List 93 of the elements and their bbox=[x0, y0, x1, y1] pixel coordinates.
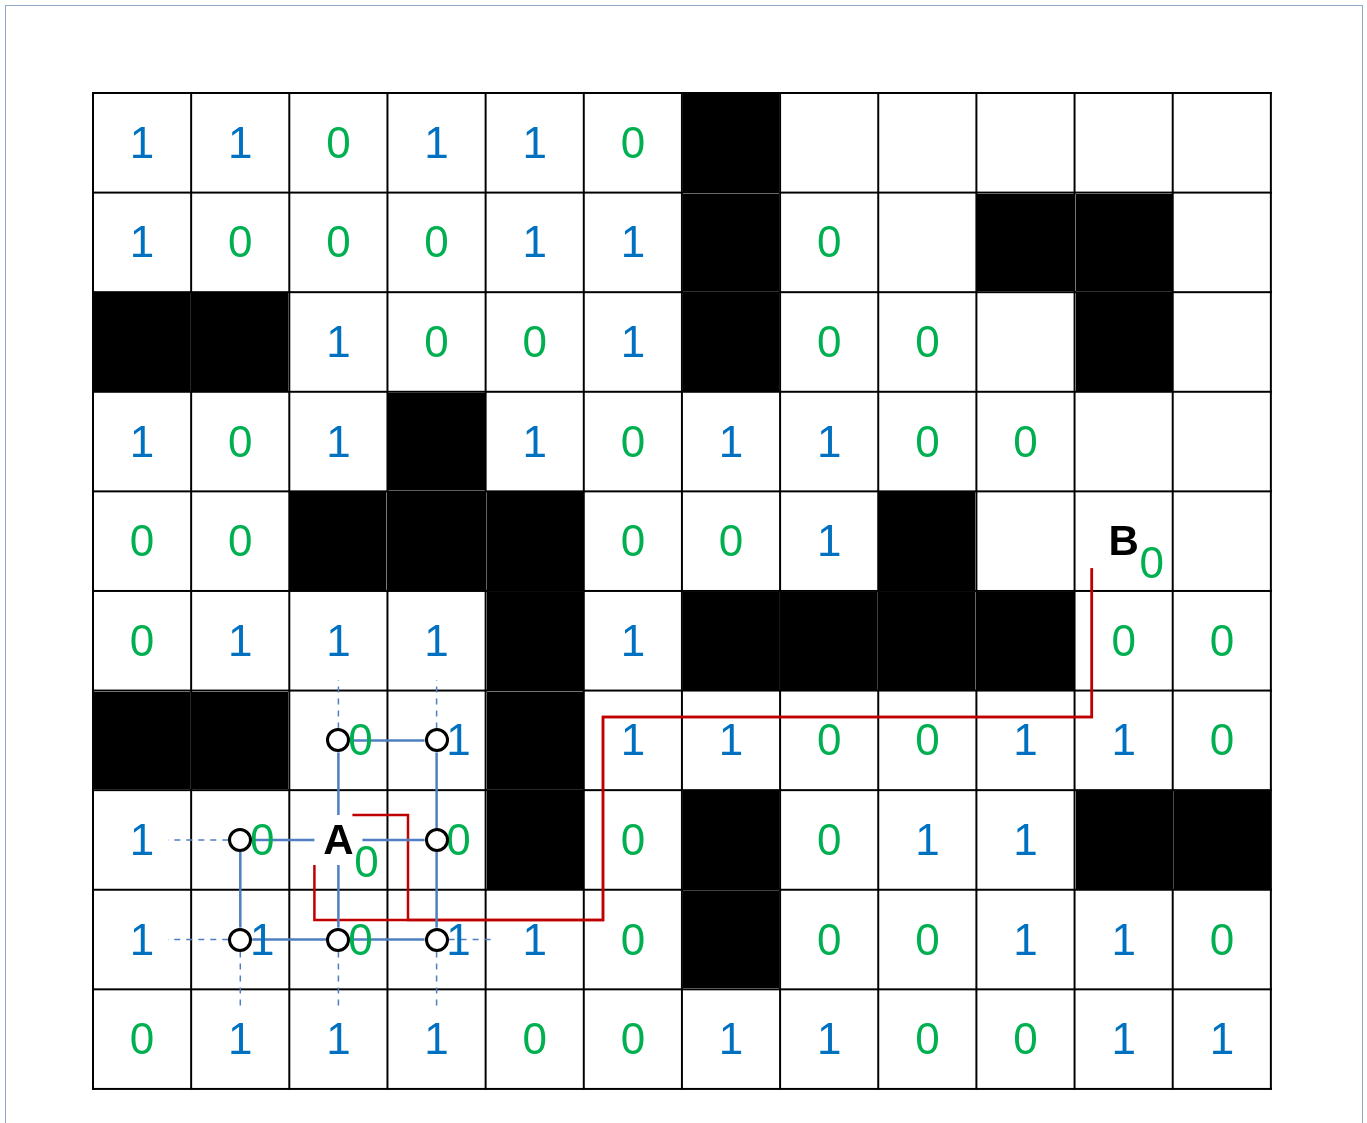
cell-value: 1 bbox=[522, 419, 547, 464]
connector-line bbox=[337, 752, 340, 815]
cell-value: 1 bbox=[1013, 718, 1038, 763]
cell-value: 0 bbox=[718, 519, 744, 564]
cell-value: 0 bbox=[817, 818, 842, 862]
cell-value: 0 bbox=[620, 1017, 646, 1062]
cell-value: 0 bbox=[424, 220, 449, 265]
cell-value: 0 bbox=[326, 220, 351, 265]
connector-line bbox=[435, 752, 438, 828]
cell-value: 1 bbox=[817, 419, 842, 464]
cell-value: 1 bbox=[1111, 718, 1136, 763]
circle-marker bbox=[326, 927, 351, 952]
cell-value: 1 bbox=[228, 1017, 253, 1062]
cell-value: 0 bbox=[620, 519, 646, 564]
cell-value: 0 bbox=[620, 917, 646, 962]
cell-value: 0 bbox=[1013, 1017, 1038, 1062]
cell-value: 1 bbox=[915, 818, 940, 862]
cell-value: 1 bbox=[446, 718, 471, 763]
cell-value: 0 bbox=[620, 818, 646, 862]
cell-value: 1 bbox=[1209, 1017, 1235, 1062]
cell-value: 1 bbox=[1111, 1017, 1136, 1062]
cell-value: 1 bbox=[620, 618, 646, 663]
point-label: B bbox=[1108, 520, 1139, 563]
cell-value: 1 bbox=[326, 1017, 351, 1062]
cell-value: 1 bbox=[522, 917, 547, 962]
cell-value: 1 bbox=[129, 220, 155, 265]
cell-value: 0 bbox=[817, 718, 842, 763]
cell-value: 1 bbox=[718, 419, 744, 464]
cell-value: 1 bbox=[718, 1017, 744, 1062]
cell-value: 1 bbox=[228, 120, 253, 165]
cell-value: 1 bbox=[446, 917, 471, 962]
cell-value: 0 bbox=[1209, 618, 1235, 663]
cell-value: 1 bbox=[1013, 917, 1038, 962]
cell-value: 0 bbox=[446, 818, 471, 862]
cell-value: 0 bbox=[915, 1017, 940, 1062]
cell-value: 0 bbox=[424, 320, 449, 364]
cell-value: 1 bbox=[326, 419, 351, 464]
circle-marker bbox=[424, 828, 449, 852]
cell-value: 0 bbox=[522, 1017, 547, 1062]
circle-marker bbox=[228, 927, 253, 952]
cell-value: 1 bbox=[129, 917, 155, 962]
cell-value: 1 bbox=[326, 618, 351, 663]
connector-line bbox=[337, 865, 340, 928]
cell-value: 1 bbox=[129, 419, 155, 464]
cell-value: 0 bbox=[915, 320, 940, 364]
cell-value: 0 bbox=[1013, 419, 1038, 464]
cell-value: 1 bbox=[326, 320, 351, 364]
connector-line bbox=[239, 852, 242, 928]
cell-value: 1 bbox=[129, 818, 155, 862]
cell-value: 0 bbox=[129, 1017, 155, 1062]
cell-value: 0 bbox=[817, 917, 842, 962]
cell-value: 0 bbox=[1139, 541, 1164, 586]
cell-value: 0 bbox=[129, 519, 155, 564]
circle-marker bbox=[424, 728, 449, 753]
cell-value: 1 bbox=[620, 320, 646, 364]
cell-value: 0 bbox=[228, 519, 253, 564]
connector-line bbox=[252, 938, 327, 941]
cell-value: 1 bbox=[228, 618, 253, 663]
cell-value: 1 bbox=[424, 120, 449, 165]
cell-value: 0 bbox=[1111, 618, 1136, 663]
cell-value: 1 bbox=[522, 220, 547, 265]
cell-value: 1 bbox=[522, 120, 547, 165]
cell-value: 0 bbox=[817, 320, 842, 364]
cell-value: 1 bbox=[620, 220, 646, 265]
circle-marker bbox=[228, 828, 253, 852]
circle-marker bbox=[424, 927, 449, 952]
cell-value: 0 bbox=[1209, 917, 1235, 962]
cell-value: 1 bbox=[718, 718, 744, 763]
cell-value: 0 bbox=[620, 120, 646, 165]
cell-value: 0 bbox=[228, 419, 253, 464]
cell-value: 0 bbox=[817, 220, 842, 265]
cell-value: 0 bbox=[915, 718, 940, 763]
cell-value: 1 bbox=[620, 718, 646, 763]
cell-value: 1 bbox=[424, 618, 449, 663]
connector-line bbox=[362, 838, 425, 842]
cell-value: 0 bbox=[1209, 718, 1235, 763]
circle-marker bbox=[326, 728, 351, 753]
cell-value: 0 bbox=[354, 840, 379, 884]
cell-value: 1 bbox=[1111, 917, 1136, 962]
cell-value: 0 bbox=[620, 419, 646, 464]
cell-value: 0 bbox=[915, 419, 940, 464]
cell-value: 1 bbox=[1013, 818, 1038, 862]
point-label: A bbox=[323, 819, 354, 861]
cell-value: 1 bbox=[129, 120, 155, 165]
cell-value: 0 bbox=[915, 917, 940, 962]
cell-value: 0 bbox=[129, 618, 155, 663]
cell-value: 1 bbox=[817, 1017, 842, 1062]
cell-value: 0 bbox=[326, 120, 351, 165]
cell-value: 0 bbox=[228, 220, 253, 265]
connector-line bbox=[435, 852, 438, 928]
cell-value: 0 bbox=[522, 320, 547, 364]
cell-value: 1 bbox=[424, 1017, 449, 1062]
cell-value: 1 bbox=[817, 519, 842, 564]
